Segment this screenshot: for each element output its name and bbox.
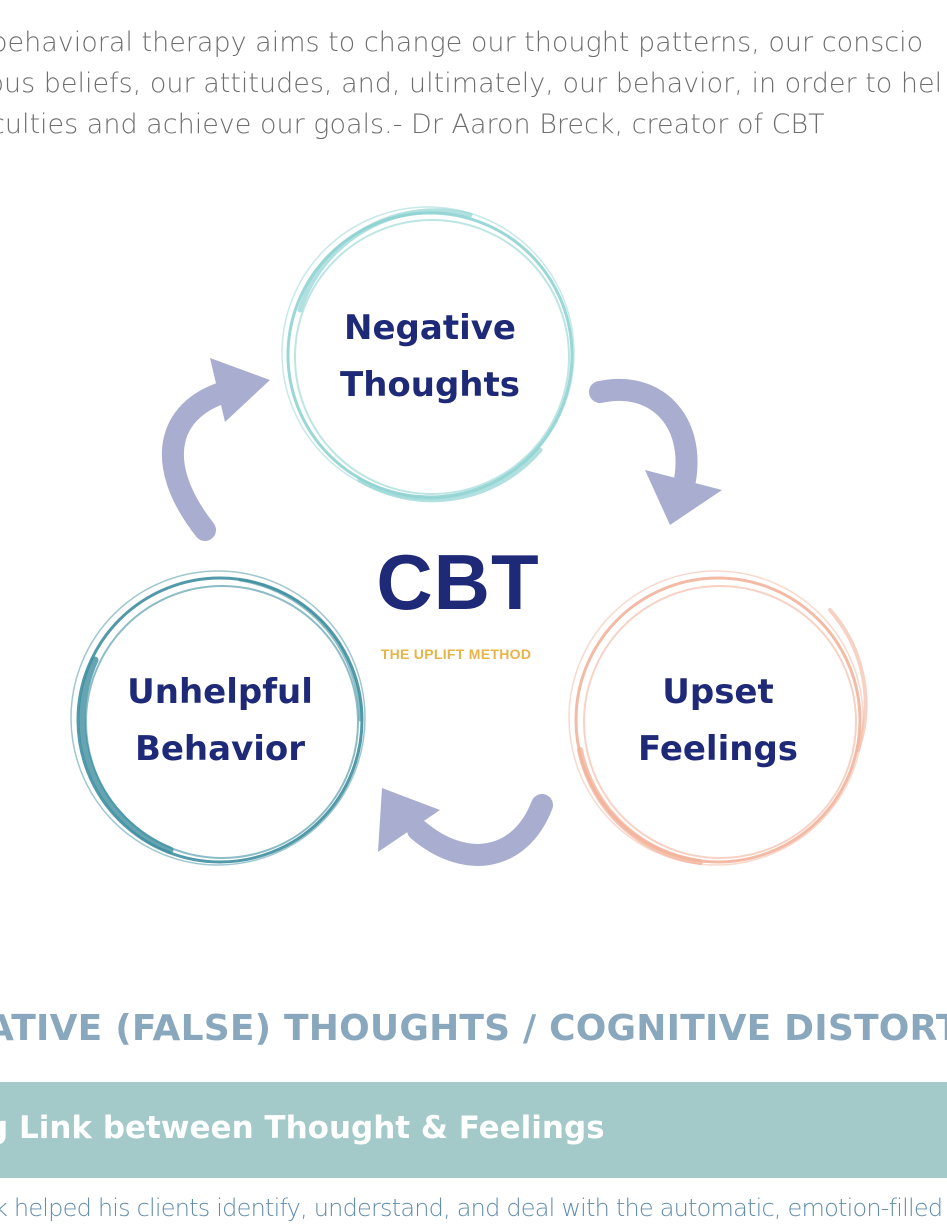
right-circle-ring bbox=[568, 570, 868, 866]
left-circle-line-1: Unhelpful bbox=[127, 672, 313, 712]
quote-block: e-behavioral therapy aims to change our … bbox=[0, 22, 947, 145]
left-circle-ring bbox=[70, 570, 366, 866]
top-circle-label: Negative Thoughts bbox=[320, 300, 540, 414]
subheading-band: g Link between Thought & Feelings bbox=[0, 1082, 947, 1178]
right-circle-label: Upset Feelings bbox=[608, 664, 828, 778]
cbt-title: CBT bbox=[376, 538, 540, 626]
subheading-text: g Link between Thought & Feelings bbox=[0, 1110, 605, 1146]
quote-line-1: e-behavioral therapy aims to change our … bbox=[0, 27, 924, 58]
quote-line-3: culties and achieve our goals.- Dr Aaron… bbox=[0, 109, 825, 140]
top-circle-line-1: Negative bbox=[344, 308, 516, 348]
cycle-graphic bbox=[70, 206, 868, 866]
top-circle-line-2: Thoughts bbox=[340, 365, 520, 405]
body-paragraph: k helped his clients identify, understan… bbox=[0, 1194, 947, 1222]
top-circle-ring bbox=[281, 206, 575, 503]
cbt-subtitle: THE UPLIFT METHOD bbox=[380, 646, 532, 662]
quote-line-2: ious beliefs, our attitudes, and, ultima… bbox=[0, 68, 943, 99]
arrow-thoughts-to-feelings bbox=[589, 378, 722, 525]
arrow-behavior-to-thoughts bbox=[161, 358, 270, 541]
left-circle-label: Unhelpful Behavior bbox=[100, 664, 340, 778]
left-circle-line-2: Behavior bbox=[134, 729, 306, 769]
arrow-feelings-to-behavior bbox=[378, 788, 553, 866]
right-circle-line-1: Upset bbox=[662, 672, 774, 712]
cbt-cycle-diagram: Negative Thoughts Upset Feelings Unhelpf… bbox=[0, 190, 947, 910]
section-heading: ATIVE (FALSE) THOUGHTS / COGNITIVE DISTO… bbox=[0, 1008, 947, 1049]
right-circle-line-2: Feelings bbox=[637, 729, 799, 769]
